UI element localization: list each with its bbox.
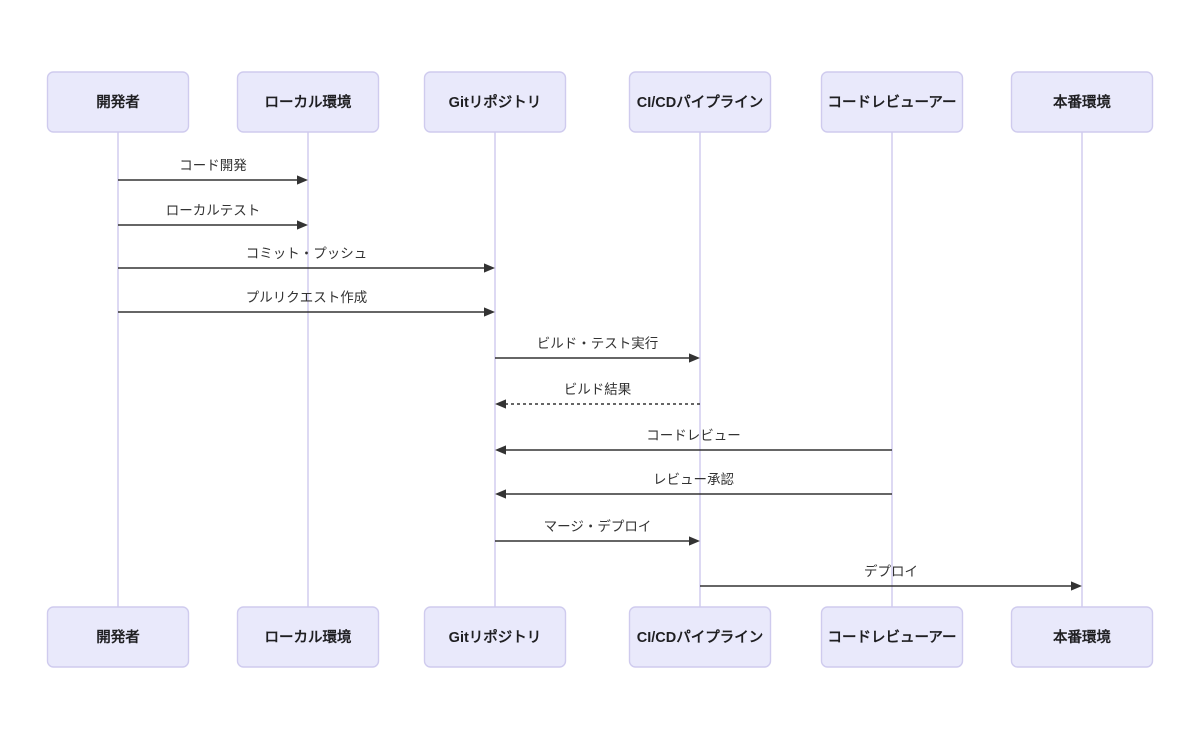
participant-label-prod: 本番環境	[1053, 93, 1111, 111]
message-arrowhead	[495, 489, 506, 499]
message-label: ローカルテスト	[166, 203, 261, 218]
participant-label-reviewer: コードレビューアー	[827, 94, 956, 111]
participant-rect	[236, 606, 380, 668]
participant-rect	[46, 71, 190, 133]
participant-rect	[820, 71, 964, 133]
participant-box-reviewer-bottom[interactable]: コードレビューアー	[820, 606, 964, 668]
participant-box-local-bottom[interactable]: ローカル環境	[236, 606, 380, 668]
message-arrowhead	[297, 220, 308, 230]
participant-rect	[423, 606, 567, 668]
message-7[interactable]: コードレビュー	[495, 428, 892, 455]
participant-label-local: ローカル環境	[265, 93, 352, 111]
participant-box-dev-bottom[interactable]: 開発者	[46, 606, 190, 668]
message-arrowhead	[484, 307, 495, 317]
message-label: コミット・プッシュ	[246, 246, 368, 261]
message-arrowhead	[484, 263, 495, 273]
message-6[interactable]: ビルド結果	[495, 382, 700, 409]
participant-label-reviewer: コードレビューアー	[827, 629, 956, 646]
message-label: レビュー承認	[653, 472, 734, 487]
participant-label-dev: 開発者	[96, 628, 140, 646]
message-10[interactable]: デプロイ	[700, 563, 1082, 591]
message-arrowhead	[297, 175, 308, 185]
participant-label-prod: 本番環境	[1053, 628, 1111, 646]
message-8[interactable]: レビュー承認	[495, 472, 892, 499]
participant-box-dev-top[interactable]: 開発者	[46, 71, 190, 133]
message-label: マージ・デプロイ	[544, 518, 652, 534]
participant-rect	[628, 606, 772, 668]
participant-rect	[46, 606, 190, 668]
message-3[interactable]: コミット・プッシュ	[118, 246, 495, 273]
message-9[interactable]: マージ・デプロイ	[495, 518, 700, 546]
lifelines-layer	[117, 132, 1083, 607]
participants-layer: 開発者開発者ローカル環境ローカル環境GitリポジトリGitリポジトリCI/CDパ…	[46, 71, 1154, 668]
participant-label-git: Gitリポジトリ	[449, 93, 542, 111]
message-label: ビルド・テスト実行	[537, 336, 659, 351]
participant-box-local-top[interactable]: ローカル環境	[236, 71, 380, 133]
participant-rect	[1010, 71, 1154, 133]
message-1[interactable]: コード開発	[118, 158, 308, 185]
message-4[interactable]: プルリクエスト作成	[118, 290, 495, 317]
participant-label-local: ローカル環境	[265, 628, 352, 646]
message-label: プルリクエスト作成	[246, 290, 368, 305]
message-label: コードレビュー	[646, 428, 741, 443]
participant-box-prod-bottom[interactable]: 本番環境	[1010, 606, 1154, 668]
participant-rect	[1010, 606, 1154, 668]
participant-box-cicd-bottom[interactable]: CI/CDパイプライン	[628, 606, 772, 668]
participant-box-prod-top[interactable]: 本番環境	[1010, 71, 1154, 133]
message-5[interactable]: ビルド・テスト実行	[495, 336, 700, 363]
participant-rect	[820, 606, 964, 668]
message-label: ビルド結果	[564, 382, 632, 397]
participant-rect	[628, 71, 772, 133]
message-arrowhead	[495, 445, 506, 455]
message-arrowhead	[495, 399, 506, 409]
message-2[interactable]: ローカルテスト	[118, 203, 308, 230]
participant-rect	[236, 71, 380, 133]
participant-label-git: Gitリポジトリ	[449, 628, 542, 646]
message-label: コード開発	[179, 158, 247, 173]
message-arrowhead	[689, 536, 700, 546]
message-arrowhead	[1071, 581, 1082, 591]
participant-box-git-bottom[interactable]: Gitリポジトリ	[423, 606, 567, 668]
messages-layer: コード開発ローカルテストコミット・プッシュプルリクエスト作成ビルド・テスト実行ビ…	[118, 158, 1082, 591]
participant-label-cicd: CI/CDパイプライン	[637, 94, 763, 111]
message-label: デプロイ	[864, 563, 918, 579]
participant-box-git-top[interactable]: Gitリポジトリ	[423, 71, 567, 133]
participant-box-cicd-top[interactable]: CI/CDパイプライン	[628, 71, 772, 133]
participant-rect	[423, 71, 567, 133]
participant-label-cicd: CI/CDパイプライン	[637, 629, 763, 646]
participant-label-dev: 開発者	[96, 93, 140, 111]
message-arrowhead	[689, 353, 700, 363]
participant-box-reviewer-top[interactable]: コードレビューアー	[820, 71, 964, 133]
